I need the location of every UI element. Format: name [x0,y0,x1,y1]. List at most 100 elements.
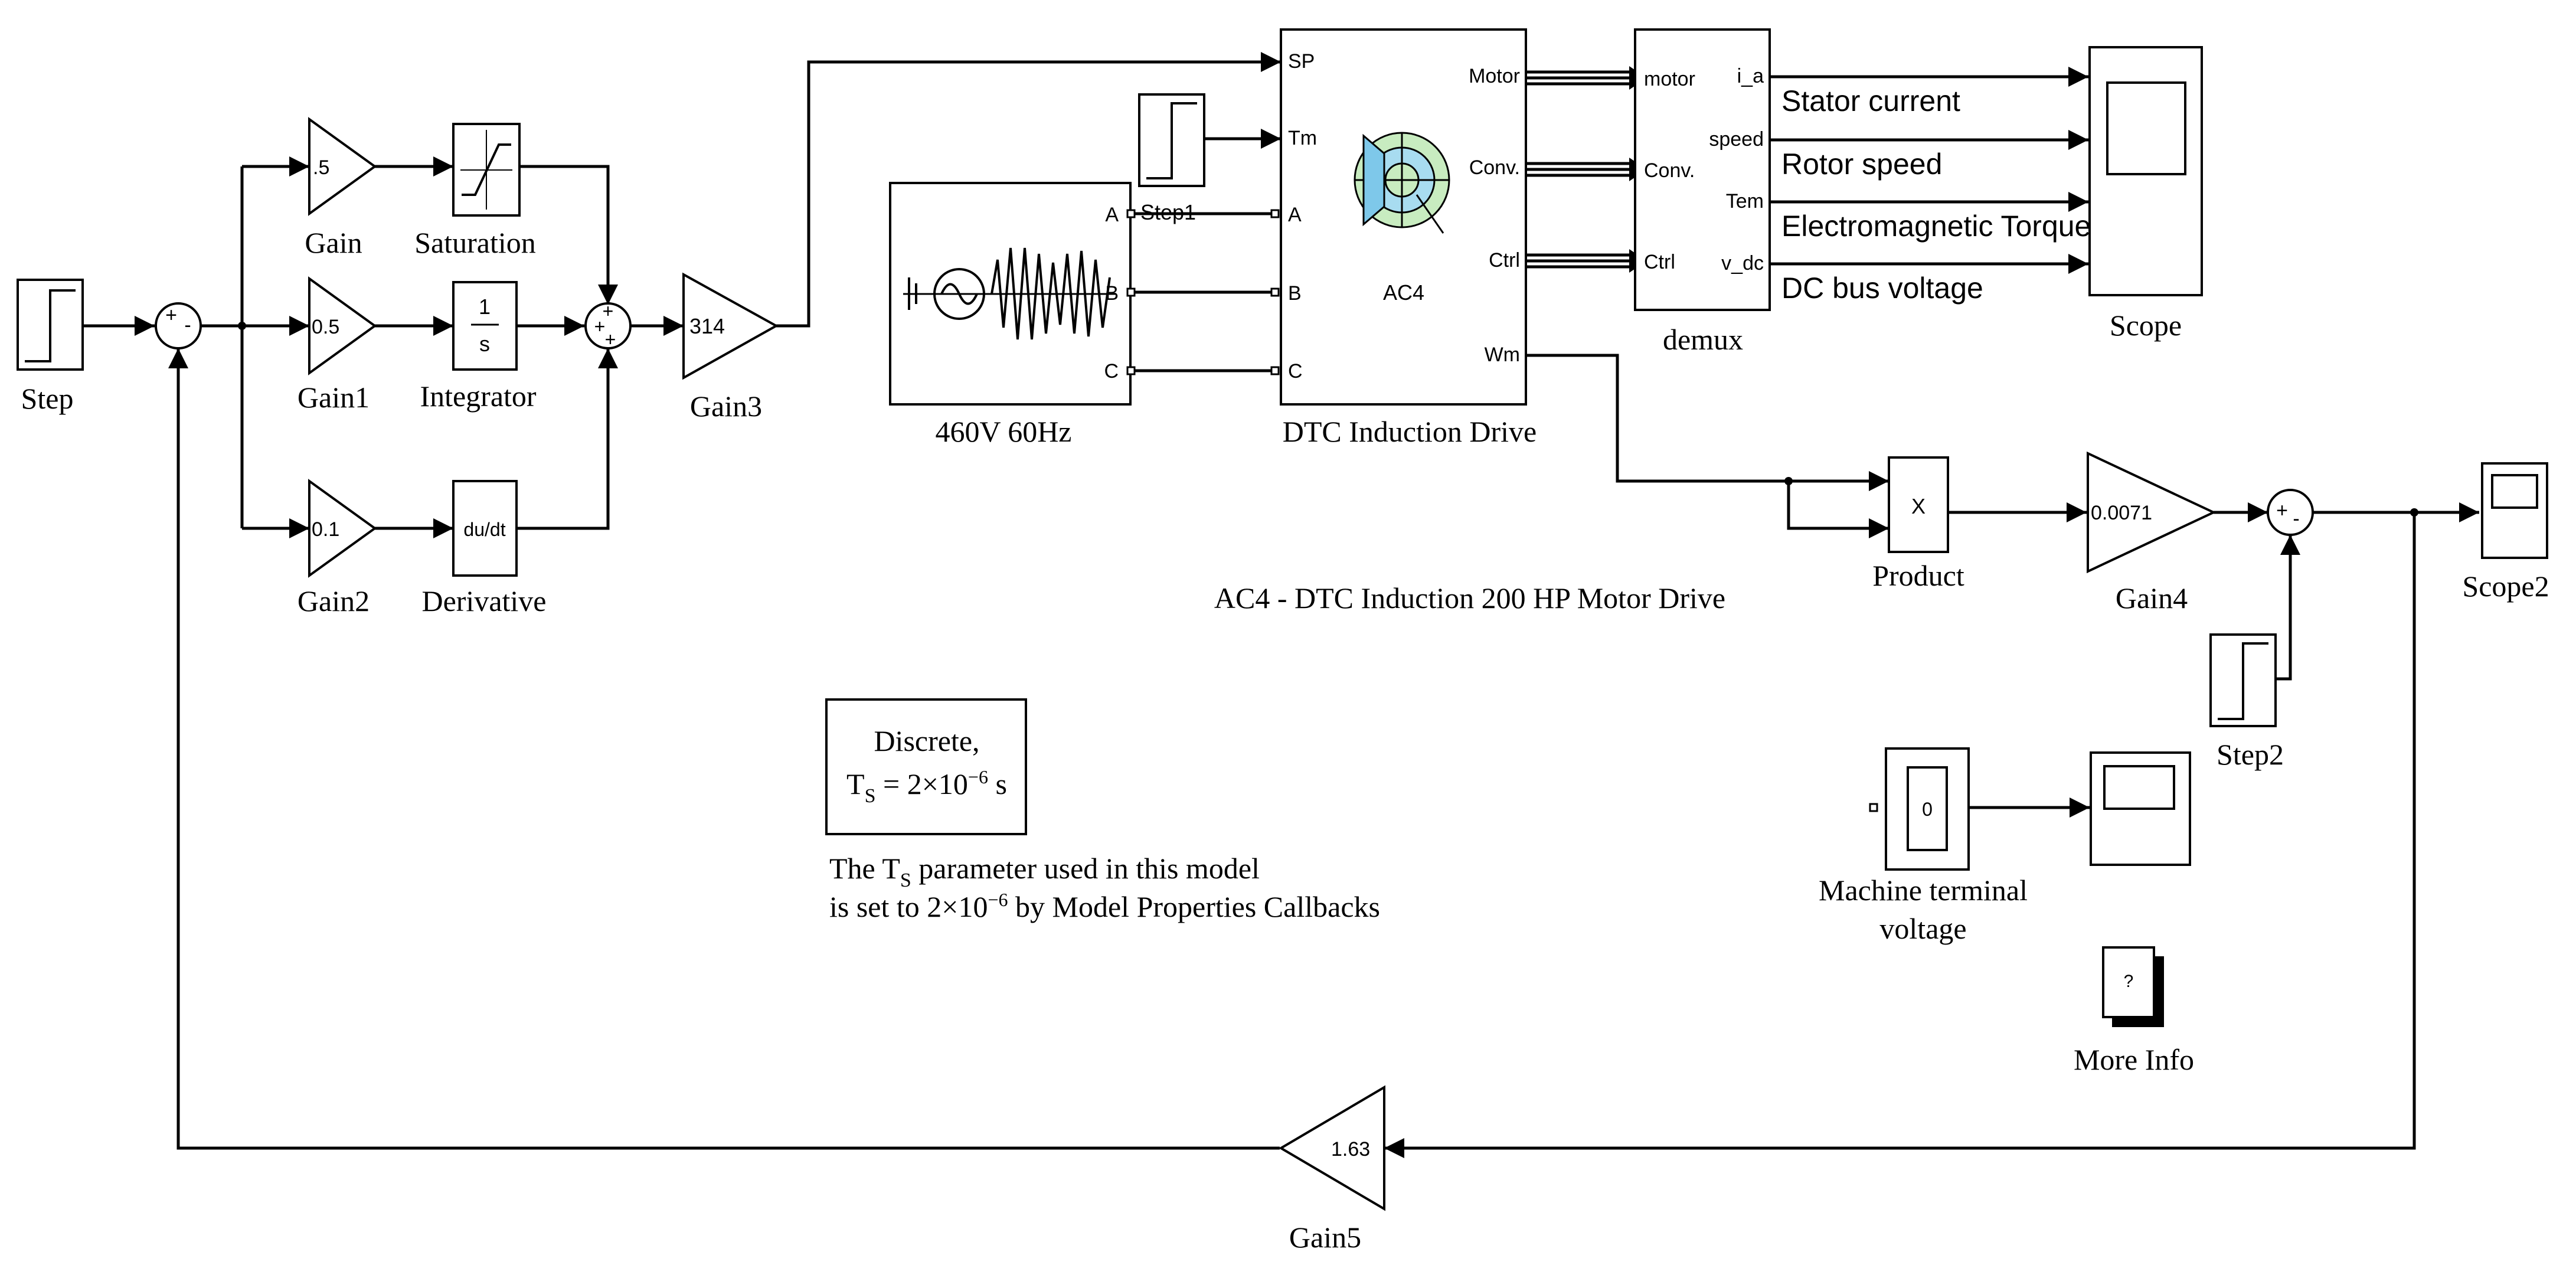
scope2-block[interactable] [2481,462,2548,559]
product-label: Product [1872,559,1964,592]
demux-block[interactable]: motor Conv. Ctrl i_a speed Tem v_dc [1634,28,1771,311]
gain5-block[interactable]: 1.63 [1279,1085,1385,1211]
powergui-block[interactable]: Discrete, TS = 2×10−6 s [825,698,1027,835]
scope-label: Scope [2110,309,2182,342]
gain-block[interactable]: .5 [308,117,377,216]
demux-out-tem: Tem [1726,190,1764,213]
wire-gain3-sp [776,52,1281,328]
bus-ctrl [1526,249,1647,273]
terminal-scope-block[interactable] [2090,751,2191,866]
demux-out-vdc: v_dc [1721,252,1764,274]
wire-saturation-sum2 [519,165,618,305]
integrator-label: Integrator [420,380,536,413]
step1-label: Step1 [1140,200,1196,224]
wire-wm-product-1 [1526,354,1889,491]
wire-derivative-sum2 [516,348,618,530]
scope2-label: Scope2 [2462,570,2549,603]
ts-note-line1: The TS parameter used in this model [829,852,1260,891]
gain4-value: 0.0071 [2091,502,2152,524]
drive-label: DTC Induction Drive [1283,415,1537,448]
drive-icon-label: AC4 [1383,280,1424,305]
drive-port-ctrl: Ctrl [1489,249,1520,272]
derivative-block[interactable]: du/dt [452,480,518,577]
powergui-line2: TS = 2×10−6 s [846,766,1007,807]
gain4-label: Gain4 [2116,581,2188,614]
saturation-block[interactable] [452,123,521,217]
sum1-sign-a: + [165,304,177,326]
product-symbol: X [1911,494,1926,518]
gain-label: Gain [305,226,362,259]
demux-out-ia: i_a [1737,65,1764,87]
drive-port-c: C [1288,360,1303,383]
gain1-block[interactable]: 0.5 [308,276,377,375]
demux-in-motor: motor [1644,68,1695,90]
gain-value: .5 [313,156,329,179]
signal-label-electromagnetic-torque: Electromagnetic Torque [1781,210,2091,243]
gain3-value: 314 [689,314,725,338]
saturation-label: Saturation [414,226,536,259]
demux-label: demux [1663,323,1743,356]
source-block[interactable]: A B C [889,182,1136,406]
gain3-label: Gain3 [690,390,762,423]
integrator-num: 1 [479,295,491,319]
terminal-label-line2: voltage [1879,912,1966,945]
sum3-sign-a: + [2276,499,2288,522]
scope-block[interactable] [2088,46,2203,296]
source-port-b: B [1105,282,1119,305]
signal-label-stator-current: Stator current [1781,84,1960,117]
sum3-block[interactable]: + - [2267,489,2314,536]
signal-label-rotor-speed: Rotor speed [1781,148,1942,181]
signal-label-dc-bus-voltage: DC bus voltage [1781,272,1983,305]
drive-port-sp: SP [1288,50,1315,73]
source-port-a: A [1105,204,1119,226]
gain2-block[interactable]: 0.1 [308,479,377,578]
model-title: AC4 - DTC Induction 200 HP Motor Drive [1214,581,1725,614]
bus-motor [1526,66,1647,90]
sum2-sign-left: + [594,316,606,337]
terminal-display-value: 0 [1922,799,1933,820]
more-info-label: More Info [2074,1043,2194,1076]
integrator-den: s [479,332,490,356]
terminal-label-line1: Machine terminal [1819,874,2028,907]
sum2-sign-bottom: + [605,329,616,350]
sum1-block[interactable]: + - [155,302,202,349]
step2-label: Step2 [2217,738,2284,771]
dtc-drive-block[interactable]: SP Tm A B C Motor Conv. Ctrl Wm AC4 [1270,28,1527,406]
gain1-value: 0.5 [312,316,339,338]
powergui-line1: Discrete, [874,724,979,757]
demux-in-conv: Conv. [1644,159,1695,182]
drive-port-a: A [1288,204,1302,226]
product-block[interactable]: X [1888,456,1949,553]
gain1-label: Gain1 [298,381,370,414]
wire-feedback-gain5 [1384,512,2416,1158]
wire-gain5-sum1 [168,348,1280,1150]
drive-port-tm: Tm [1288,127,1317,149]
wire-step2-sum3 [2276,535,2300,681]
bus-conv [1526,158,1647,181]
step-label: Step [21,382,74,415]
gain4-block[interactable]: 0.0071 [2087,451,2217,574]
terminal-voltage-block[interactable]: 0 [1869,747,1970,871]
source-port-c: C [1104,360,1119,383]
step2-block[interactable] [2209,633,2277,727]
integrator-block[interactable]: 1 s [452,281,518,371]
more-info-block[interactable]: ? [2102,946,2164,1027]
wire-wm-product-2 [1787,481,1889,538]
derivative-label: Derivative [421,584,546,617]
drive-port-conv: Conv. [1469,156,1520,179]
demux-in-ctrl: Ctrl [1644,251,1675,273]
derivative-text: du/dt [463,519,505,540]
more-info-icon: ? [2124,972,2134,991]
gain5-value: 1.63 [1331,1138,1370,1161]
gain3-block[interactable]: 314 [682,272,779,380]
step-block[interactable] [17,279,84,371]
drive-port-wm: Wm [1485,344,1520,366]
step1-block[interactable] [1138,93,1205,187]
sum2-sign-top: + [603,300,614,322]
sum2-block[interactable]: + + + [584,300,632,350]
ts-note-line2: is set to 2×10−6 by Model Properties Cal… [829,889,1380,923]
motor-icon [1354,132,1450,234]
demux-out-speed: speed [1709,128,1764,151]
sum1-sign-b: - [184,314,191,336]
